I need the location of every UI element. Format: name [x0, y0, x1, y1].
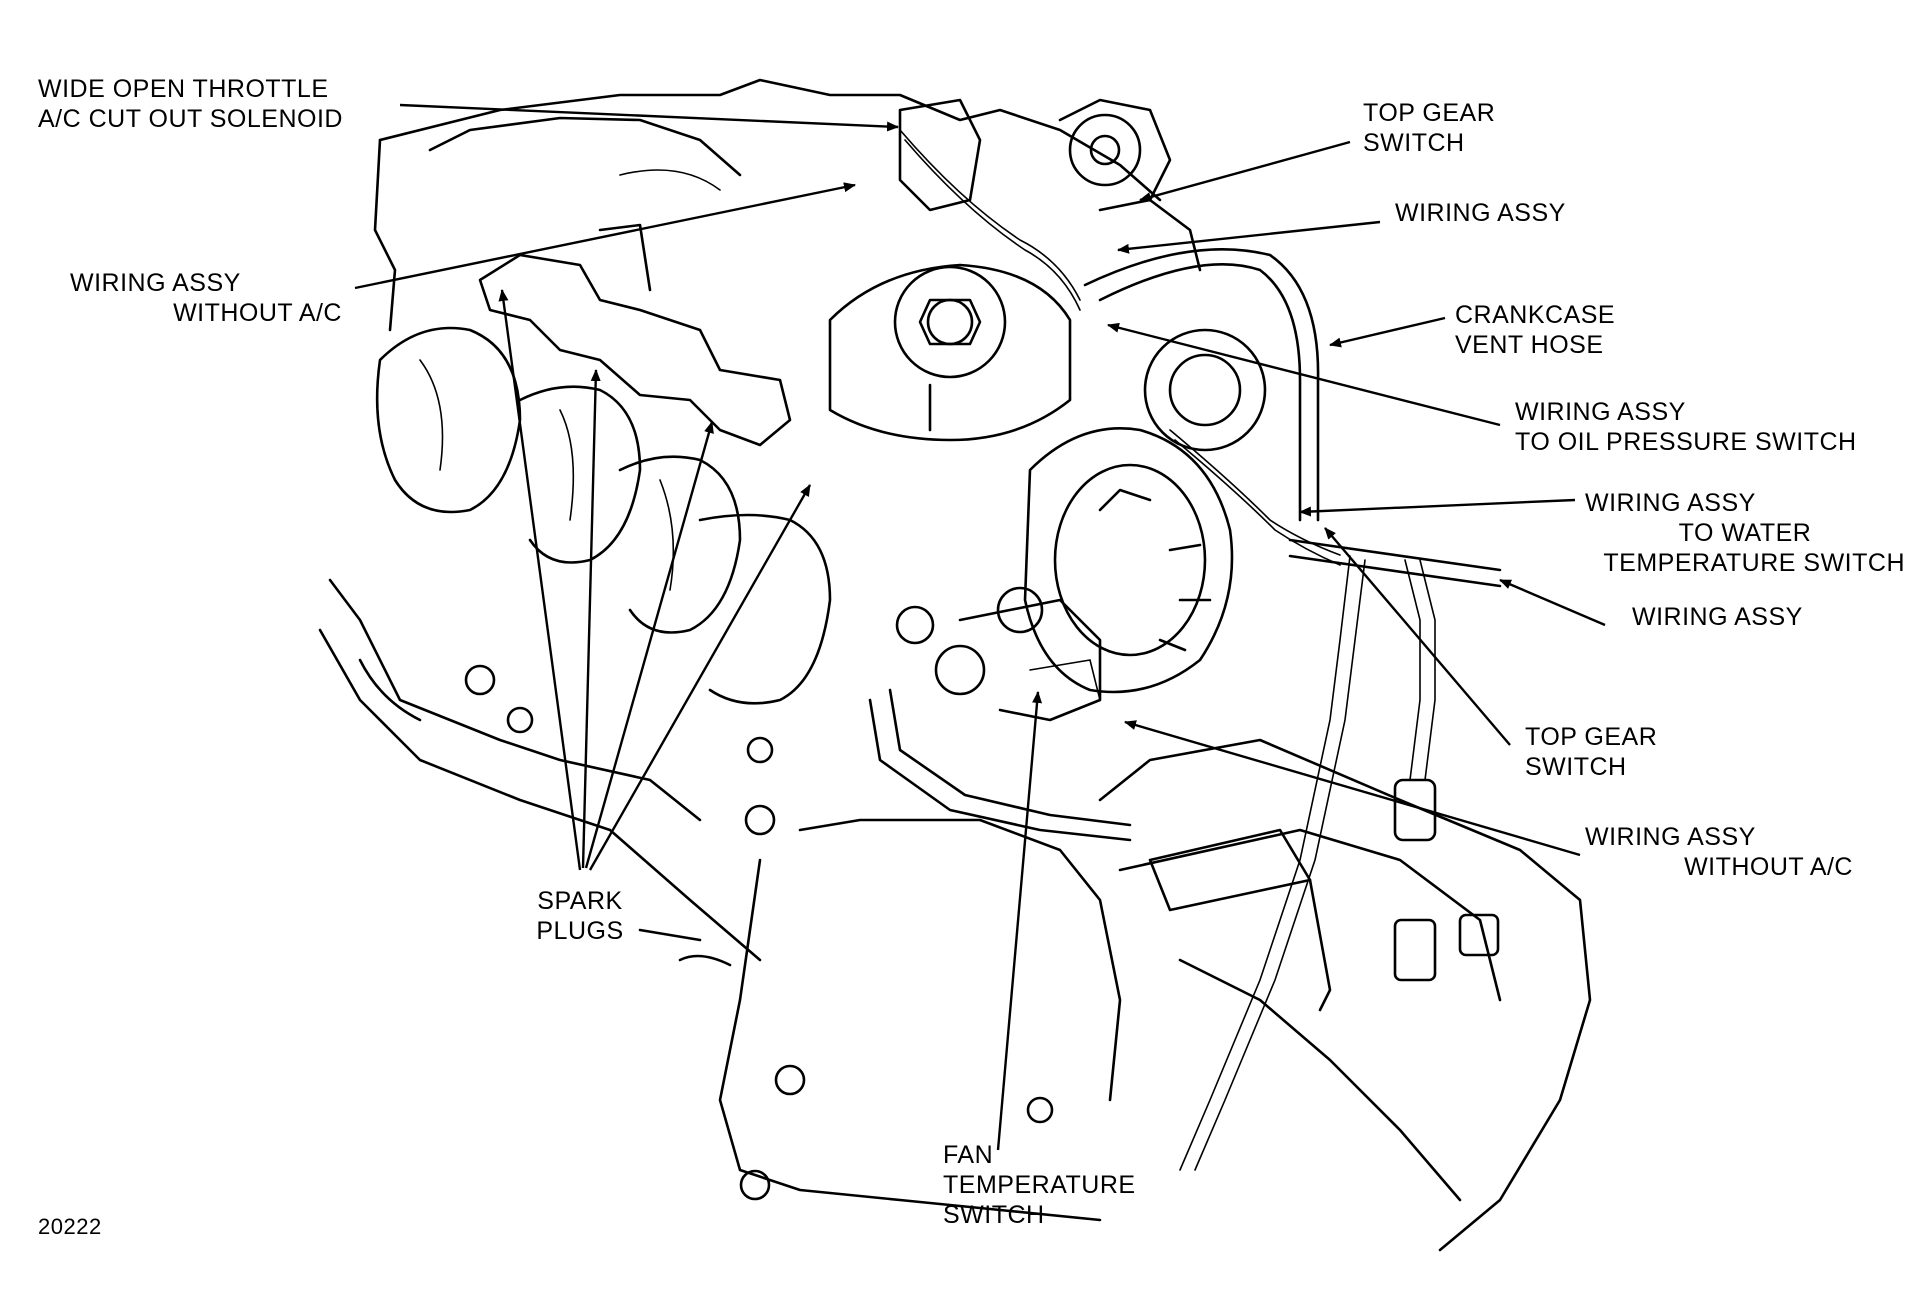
- label-line: WIRING ASSY: [70, 269, 241, 297]
- label-wiring-assy-upper: WIRING ASSY: [1395, 198, 1566, 228]
- label-line: WIRING ASSY: [1632, 603, 1803, 631]
- leader-crankcase-vent-hose: [1329, 316, 1446, 348]
- figure-number: 20222: [38, 1214, 102, 1239]
- label-line: WIRING ASSY: [1515, 398, 1686, 426]
- leader-oil-pressure: [1107, 322, 1501, 427]
- label-line: WIRING ASSY: [1585, 489, 1756, 517]
- leader-wiring-assy-without-ac-right: [1124, 720, 1581, 857]
- label-line: TO WATER: [1678, 519, 1812, 547]
- label-line: CRANKCASE: [1455, 301, 1616, 329]
- label-line: WIDE OPEN THROTTLE: [38, 75, 329, 103]
- leader-top-gear-switch-upper: [1139, 140, 1351, 202]
- label-wiring-assy-without-ac-right: WIRING ASSY WITHOUT A/C: [1585, 822, 1853, 882]
- label-line: TO OIL PRESSURE SWITCH: [1515, 428, 1857, 456]
- label-line: WITHOUT A/C: [173, 299, 342, 327]
- leader-wiring-assy-right: [1499, 578, 1606, 627]
- leader-spark-plug-3: [584, 421, 714, 869]
- label-wiring-assy-right: WIRING ASSY: [1632, 602, 1803, 632]
- label-wiring-assy-oil-pressure: WIRING ASSY TO OIL PRESSURE SWITCH: [1515, 397, 1857, 457]
- leader-fan-temp-switch: [996, 691, 1043, 1151]
- label-line: PLUGS: [536, 917, 624, 945]
- label-wiring-assy-water-temp: WIRING ASSY TO WATER TEMPERATURE SWITCH: [1585, 488, 1905, 578]
- label-fan-temperature-switch: FAN TEMPERATURE SWITCH: [943, 1140, 1136, 1230]
- label-line: A/C CUT OUT SOLENOID: [38, 105, 343, 133]
- label-line: WITHOUT A/C: [1684, 853, 1853, 881]
- label-line: WIRING ASSY: [1585, 823, 1756, 851]
- label-top-gear-switch-lower: TOP GEAR SWITCH: [1525, 722, 1657, 782]
- label-top-gear-switch-upper: TOP GEAR SWITCH: [1363, 98, 1495, 158]
- label-line: TOP GEAR: [1363, 99, 1496, 127]
- label-line: SWITCH: [1363, 129, 1465, 157]
- leader-wiring-assy-without-ac-left: [354, 182, 856, 290]
- label-line: TEMPERATURE SWITCH: [1603, 549, 1905, 577]
- label-wiring-assy-without-ac-left: WIRING ASSY WITHOUT A/C: [70, 268, 342, 328]
- leader-wot-solenoid: [399, 103, 899, 132]
- leader-wiring-assy-upper: [1117, 220, 1381, 254]
- leader-spark-plug-4: [588, 484, 812, 871]
- label-line: VENT HOSE: [1455, 331, 1604, 359]
- leader-water-temp: [1299, 498, 1576, 517]
- label-spark-plugs: SPARK PLUGS: [515, 886, 645, 946]
- label-line: TEMPERATURE: [943, 1171, 1136, 1199]
- leader-top-gear-switch-lower: [1324, 527, 1511, 746]
- label-crankcase-vent-hose: CRANKCASE VENT HOSE: [1455, 300, 1615, 360]
- label-wot-solenoid: WIDE OPEN THROTTLE A/C CUT OUT SOLENOID: [38, 74, 343, 134]
- leader-spark-plug-2: [581, 369, 601, 869]
- label-line: SPARK: [537, 887, 623, 915]
- leader-spark-plug-1: [498, 289, 582, 871]
- label-line: SWITCH: [943, 1201, 1045, 1229]
- label-line: SWITCH: [1525, 753, 1627, 781]
- label-line: TOP GEAR: [1525, 723, 1658, 751]
- label-line: WIRING ASSY: [1395, 199, 1566, 227]
- leader-lines: [354, 103, 1606, 1151]
- label-line: FAN: [943, 1141, 994, 1169]
- engine-block-drawing: [318, 78, 1592, 1252]
